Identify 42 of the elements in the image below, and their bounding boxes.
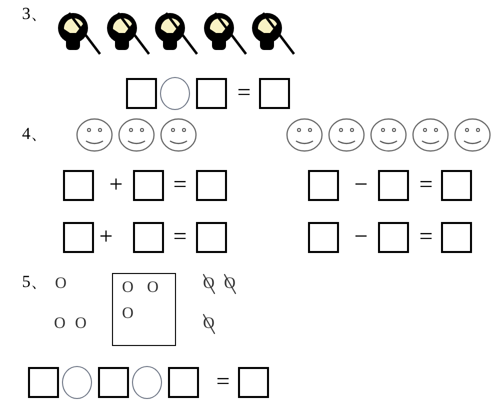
answer-box xyxy=(378,222,409,253)
answer-box xyxy=(63,170,94,201)
answer-box xyxy=(196,170,227,201)
question-number: 5、 xyxy=(22,272,48,292)
answer-box xyxy=(126,78,157,109)
answer-box xyxy=(308,222,339,253)
circle-letter: O xyxy=(55,274,67,294)
answer-box xyxy=(63,222,94,253)
operator-sign: + xyxy=(108,171,124,200)
group-box xyxy=(112,273,176,346)
answer-box xyxy=(441,222,472,253)
question-number: 3、 xyxy=(22,4,48,24)
operator-sign: − xyxy=(353,223,369,252)
answer-box xyxy=(196,78,227,109)
answer-box xyxy=(133,222,164,253)
operator-circle xyxy=(62,366,92,399)
answer-box xyxy=(168,367,199,398)
answer-box xyxy=(98,367,129,398)
answer-box xyxy=(196,222,227,253)
circle-letter: O xyxy=(54,314,66,334)
operator-sign: = xyxy=(418,223,434,252)
answer-box xyxy=(378,170,409,201)
operator-sign: = xyxy=(236,79,252,108)
circle-letter: O xyxy=(147,280,159,296)
question-number: 4、 xyxy=(22,124,48,144)
operator-sign: − xyxy=(353,171,369,200)
answer-box xyxy=(441,170,472,201)
answer-box xyxy=(308,170,339,201)
operator-circle xyxy=(132,366,162,399)
operator-sign: = xyxy=(172,223,188,252)
operator-sign: + xyxy=(98,223,114,252)
circle-letter: O xyxy=(75,314,87,334)
operator-sign: = xyxy=(418,171,434,200)
answer-box xyxy=(133,170,164,201)
circle-letter: O xyxy=(122,280,134,296)
answer-box xyxy=(28,367,59,398)
operator-sign: = xyxy=(172,171,188,200)
operator-circle xyxy=(160,77,190,110)
circle-letter: O xyxy=(122,306,134,322)
answer-box xyxy=(238,367,269,398)
answer-box xyxy=(259,78,290,109)
operator-sign: = xyxy=(215,368,231,397)
